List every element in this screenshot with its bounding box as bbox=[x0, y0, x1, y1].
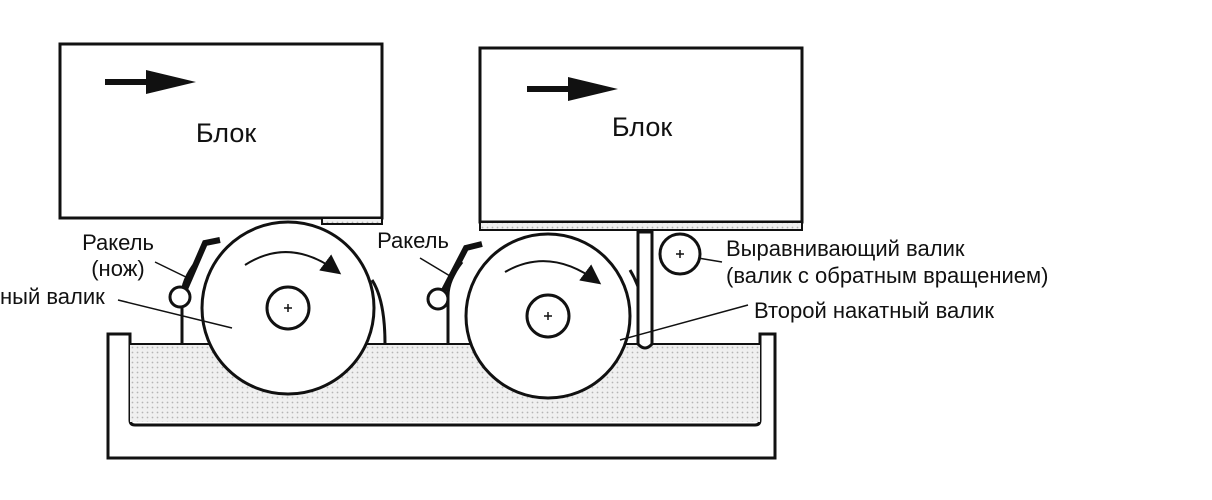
right-arrow-icon bbox=[527, 77, 618, 101]
guard-plate bbox=[636, 230, 654, 350]
block-1-glue-layer bbox=[321, 217, 383, 225]
block-1 bbox=[58, 42, 384, 220]
second-roller bbox=[464, 232, 632, 400]
clockwise-arrow-icon bbox=[504, 260, 602, 285]
block-2 bbox=[478, 46, 804, 224]
doctor-blade-label: Ракель bbox=[82, 230, 154, 255]
clockwise-arrow-icon bbox=[244, 251, 342, 275]
doctor-blade-2 bbox=[426, 241, 483, 311]
doctor-blade-label: Ракель bbox=[377, 228, 449, 253]
leader-line bbox=[419, 257, 451, 277]
first-roller bbox=[200, 220, 376, 396]
leveling-roller-note: (валик с обратным вращением) bbox=[726, 263, 1048, 288]
leveling-roller bbox=[658, 232, 702, 276]
block-2-glue-layer bbox=[479, 221, 803, 231]
knife-label: (нож) bbox=[91, 256, 145, 281]
block-label: Блок bbox=[612, 112, 672, 142]
right-arrow-icon bbox=[105, 70, 196, 94]
leader-line bbox=[697, 257, 723, 263]
leader-line bbox=[619, 304, 749, 341]
second-roller-label: Второй накатный валик bbox=[754, 298, 994, 323]
block-label: Блок bbox=[196, 118, 256, 148]
leader-line bbox=[117, 299, 233, 329]
first-roller-label: ный валик bbox=[0, 284, 105, 309]
leveling-roller-label: Выравнивающий валик bbox=[726, 236, 965, 261]
leader-line bbox=[154, 261, 193, 281]
